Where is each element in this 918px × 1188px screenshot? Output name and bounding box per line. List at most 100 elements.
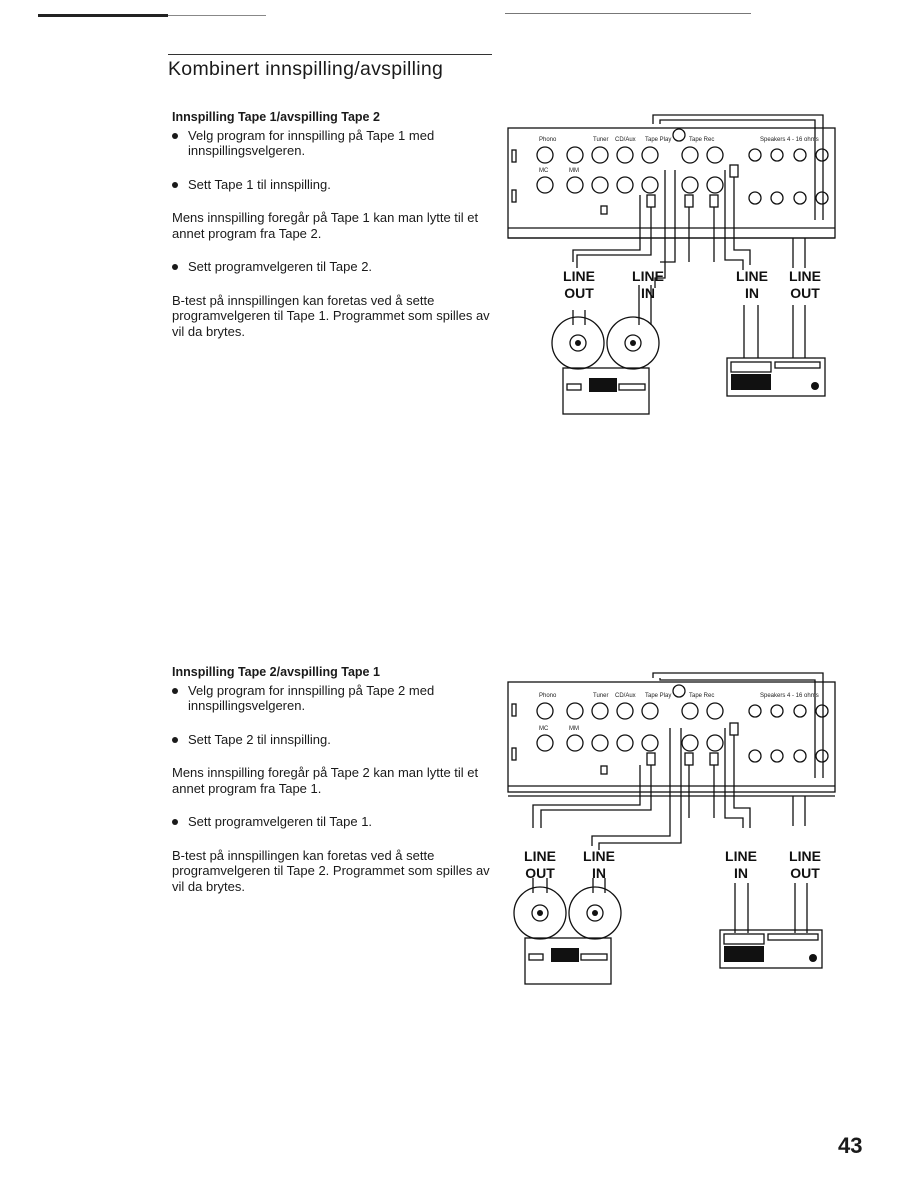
tape-reel-icon — [513, 886, 567, 940]
jack-icon — [591, 146, 609, 164]
jack-icon — [748, 191, 762, 205]
label-tuner: Tuner — [593, 693, 608, 699]
jack-icon — [770, 749, 784, 763]
label-tape-rec: Tape Rec — [689, 137, 714, 143]
top-rule-left-thin — [168, 15, 266, 16]
diagram-1-mid-label-top: LINE — [632, 268, 664, 284]
jack-icon — [641, 702, 659, 720]
diagram-1-right2-label-bottom: OUT — [790, 285, 820, 301]
label-phono: Phono — [539, 693, 557, 699]
amplifier-rear-panel — [507, 681, 836, 793]
jack-icon — [815, 148, 829, 162]
jack-icon — [793, 749, 807, 763]
section-2-bullet-1: Velg program for innspilling på Tape 2 m… — [172, 683, 492, 714]
label-tape-play: Tape Play — [645, 693, 671, 699]
jack-icon — [591, 176, 609, 194]
diagram-2-right2-label-top: LINE — [789, 848, 821, 864]
top-rule-left-thick — [38, 14, 168, 17]
diagram-2-right1-label-bottom: IN — [734, 865, 748, 881]
tape-deck-body — [562, 367, 650, 415]
page-title: Kombinert innspilling/avspilling — [168, 58, 444, 80]
jack-icon — [706, 702, 724, 720]
jack-icon — [793, 704, 807, 718]
jack-icon — [536, 176, 554, 194]
top-rule-right — [505, 13, 751, 14]
jack-icon — [616, 176, 634, 194]
jack-icon — [641, 146, 659, 164]
diagram-1-left-label-top: LINE — [563, 268, 595, 284]
jack-icon — [815, 191, 829, 205]
jack-icon — [815, 749, 829, 763]
jack-icon — [616, 702, 634, 720]
plug-icon — [684, 194, 694, 208]
jack-icon — [566, 734, 584, 752]
panel-side-tab-icon — [511, 747, 517, 761]
label-tuner: Tuner — [593, 137, 608, 143]
amplifier-rear-panel — [507, 127, 836, 239]
tape-reel-icon — [568, 886, 622, 940]
jack-icon — [748, 148, 762, 162]
label-mc: MC — [539, 168, 549, 174]
plug-icon — [709, 752, 719, 766]
jack-icon — [641, 734, 659, 752]
jack-icon — [681, 702, 699, 720]
label-mc: MC — [539, 726, 549, 732]
diagram-2-left-label-bottom: OUT — [525, 865, 555, 881]
diagram-1-mid-label-bottom: IN — [641, 285, 655, 301]
plug-icon — [729, 164, 739, 178]
jack-icon — [536, 734, 554, 752]
panel-side-tab-icon — [511, 189, 517, 203]
plug-icon — [684, 752, 694, 766]
diagram-1-right1-label-top: LINE — [736, 268, 768, 284]
jack-icon — [681, 734, 699, 752]
jack-icon — [706, 176, 724, 194]
jack-icon — [748, 704, 762, 718]
jack-icon — [591, 734, 609, 752]
section-2: Innspilling Tape 2/avspilling Tape 1 Vel… — [172, 665, 492, 912]
page-number: 43 — [838, 1133, 863, 1158]
jack-icon — [770, 191, 784, 205]
jack-icon — [681, 176, 699, 194]
diagram-2-left-label-top: LINE — [524, 848, 556, 864]
jack-icon — [706, 734, 724, 752]
jack-icon — [770, 148, 784, 162]
jack-icon — [706, 146, 724, 164]
plug-icon — [646, 194, 656, 208]
section-1-bullet-3: Sett programvelgeren til Tape 2. — [172, 259, 492, 275]
jack-icon — [616, 146, 634, 164]
diagram-2-mid-label-bottom: IN — [592, 865, 606, 881]
section-1: Innspilling Tape 1/avspilling Tape 2 Vel… — [172, 110, 492, 357]
diagram-2-right1-label-top: LINE — [725, 848, 757, 864]
diagram-1-left-label-bottom: OUT — [564, 285, 594, 301]
cassette-deck-body — [726, 357, 826, 397]
jack-icon — [566, 702, 584, 720]
section-1-bullet-2: Sett Tape 1 til innspilling. — [172, 177, 492, 193]
label-cd-aux: CD/Aux — [615, 137, 636, 143]
section-1-heading: Innspilling Tape 1/avspilling Tape 2 — [172, 110, 380, 124]
diagram-1-right2-label-top: LINE — [789, 268, 821, 284]
section-1-paragraph-2: B-test på innspillingen kan foretas ved … — [172, 292, 490, 339]
label-tape-play: Tape Play — [645, 137, 671, 143]
jack-icon — [815, 704, 829, 718]
section-2-heading: Innspilling Tape 2/avspilling Tape 1 — [172, 665, 380, 679]
diagram-2-right2-label-bottom: OUT — [790, 865, 820, 881]
jack-icon — [591, 702, 609, 720]
plug-icon — [729, 722, 739, 736]
jack-icon — [641, 176, 659, 194]
jack-icon — [748, 749, 762, 763]
tape-reel-icon — [551, 316, 605, 370]
connection-diagram-1: Phono Tuner CD/Aux Tape Play Tape Rec Sp… — [507, 114, 836, 415]
plug-icon — [646, 752, 656, 766]
label-mm: MM — [569, 726, 579, 732]
section-2-paragraph-2: B-test på innspillingen kan foretas ved … — [172, 847, 490, 894]
jack-icon — [770, 704, 784, 718]
label-tape-rec: Tape Rec — [689, 693, 714, 699]
jack-icon — [793, 148, 807, 162]
label-speakers: Speakers 4 - 16 ohms — [760, 137, 819, 143]
label-mm: MM — [569, 168, 579, 174]
jack-icon — [616, 734, 634, 752]
jack-icon — [536, 702, 554, 720]
section-1-paragraph-1: Mens innspilling foregår på Tape 1 kan m… — [172, 210, 479, 241]
section-1-bullet-1: Velg program for innspilling på Tape 1 m… — [172, 128, 492, 159]
section-2-bullet-3: Sett programvelgeren til Tape 1. — [172, 814, 492, 830]
